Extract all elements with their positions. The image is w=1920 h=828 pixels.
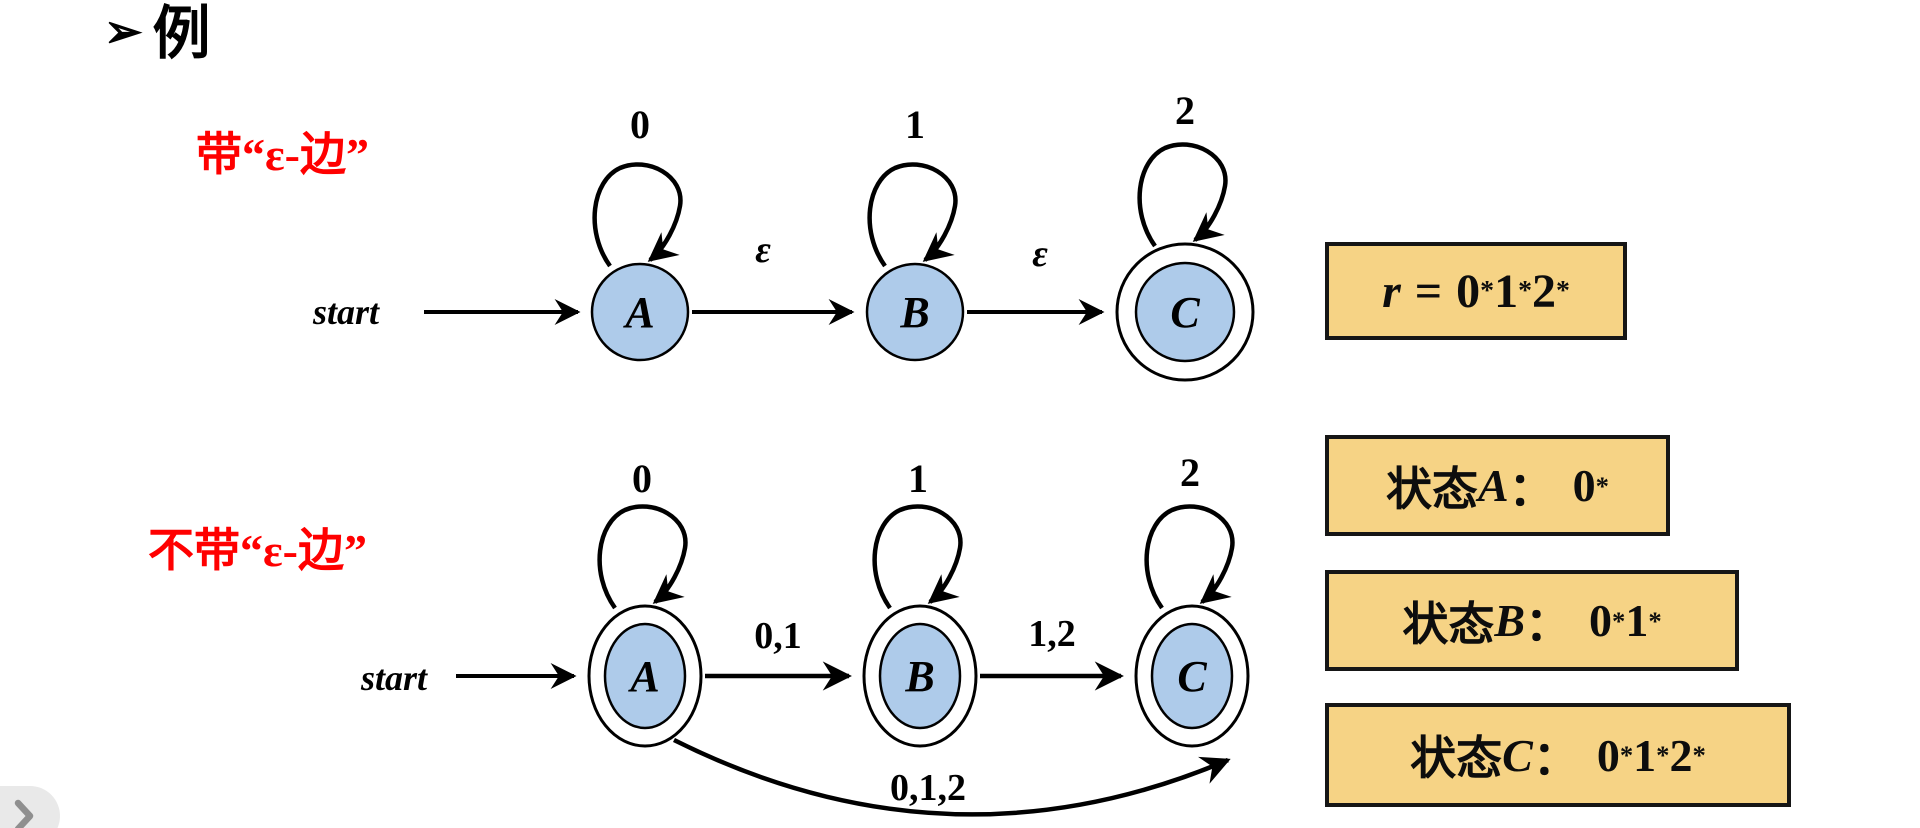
top-self-loop-A bbox=[595, 164, 681, 266]
slide-title: 例 bbox=[152, 1, 211, 66]
top-automaton: start 0 1 2 ε ε A B C bbox=[312, 88, 1255, 382]
top-loop-label-2: 2 bbox=[1175, 88, 1195, 133]
bottom-state-B-label: B bbox=[904, 652, 934, 701]
regex-term-1: 1 bbox=[1494, 264, 1519, 318]
bottom-self-loop-B bbox=[875, 506, 961, 608]
bottom-edge-label-B-C: 1,2 bbox=[1028, 613, 1076, 655]
top-state-A bbox=[590, 262, 690, 362]
top-self-loop-C bbox=[1140, 144, 1226, 246]
bottom-loop-label-2: 2 bbox=[1180, 450, 1200, 495]
top-edge-label-epsilon-2: ε bbox=[1032, 233, 1048, 275]
bottom-state-C-label: C bbox=[1177, 652, 1207, 701]
top-state-C-label: C bbox=[1170, 288, 1200, 337]
top-state-B-label: B bbox=[899, 288, 929, 337]
bottom-state-B bbox=[878, 622, 962, 730]
bottom-edge-label-A-B: 0,1 bbox=[754, 615, 802, 657]
state-C-prefix: 状态 bbox=[1410, 733, 1503, 784]
bottom-loop-label-0: 0 bbox=[632, 456, 652, 501]
top-edge-label-epsilon-1: ε bbox=[755, 229, 771, 271]
bottom-loop-label-1: 1 bbox=[908, 456, 928, 501]
next-slide-button[interactable] bbox=[0, 786, 60, 828]
bottom-start-label: start bbox=[360, 658, 428, 698]
bottom-automaton: start 0 1 2 0,1 1,2 0,1,2 A B C bbox=[360, 450, 1250, 817]
regex-result-box: r = 0*1*2* bbox=[1325, 242, 1627, 340]
bottom-state-C bbox=[1150, 622, 1234, 730]
slide-title-row: ➢ 例 bbox=[104, 2, 211, 66]
bottom-state-A bbox=[603, 622, 687, 730]
regex-equals: = bbox=[1414, 264, 1443, 318]
top-state-B bbox=[865, 262, 965, 362]
top-self-loop-B bbox=[870, 164, 956, 266]
bottom-state-A-label: A bbox=[627, 652, 659, 701]
state-B-prefix: 状态 bbox=[1402, 598, 1495, 650]
arrow-bullet-icon: ➢ bbox=[104, 6, 143, 57]
regex-term-2: 2 bbox=[1531, 264, 1556, 318]
top-state-C bbox=[1134, 261, 1236, 363]
state-A-prefix: 状态 bbox=[1385, 463, 1478, 515]
regex-term-0: 0 bbox=[1456, 264, 1481, 318]
regex-lhs: r bbox=[1382, 264, 1401, 318]
top-loop-label-1: 1 bbox=[905, 102, 925, 147]
nfa-with-epsilon-label: 带“ε-边” bbox=[196, 129, 369, 180]
top-state-A-label: A bbox=[622, 288, 654, 337]
top-start-label: start bbox=[312, 292, 380, 332]
bottom-self-loop-A bbox=[600, 506, 686, 608]
bottom-edge-label-A-C: 0,1,2 bbox=[890, 767, 966, 809]
top-loop-label-0: 0 bbox=[630, 102, 650, 147]
bottom-self-loop-C bbox=[1147, 506, 1233, 608]
dfa-without-epsilon-label: 不带“ε-边” bbox=[148, 525, 367, 576]
chevron-right-icon bbox=[14, 799, 34, 828]
bottom-edge-A-C-curve bbox=[672, 737, 1231, 817]
